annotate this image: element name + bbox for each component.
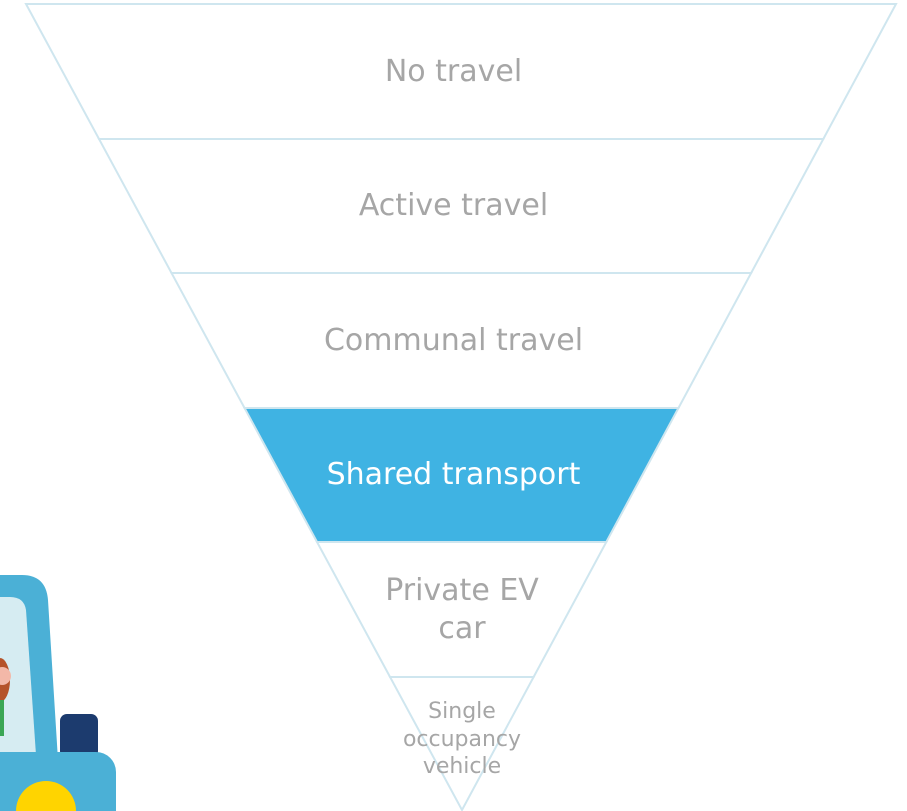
tier-3-band	[169, 272, 753, 409]
tier-4-band	[242, 407, 681, 543]
tier-1-band	[24, 3, 898, 140]
tier-2-band	[97, 138, 825, 274]
tier-6-band	[388, 676, 536, 811]
tier-5-band	[315, 541, 608, 678]
